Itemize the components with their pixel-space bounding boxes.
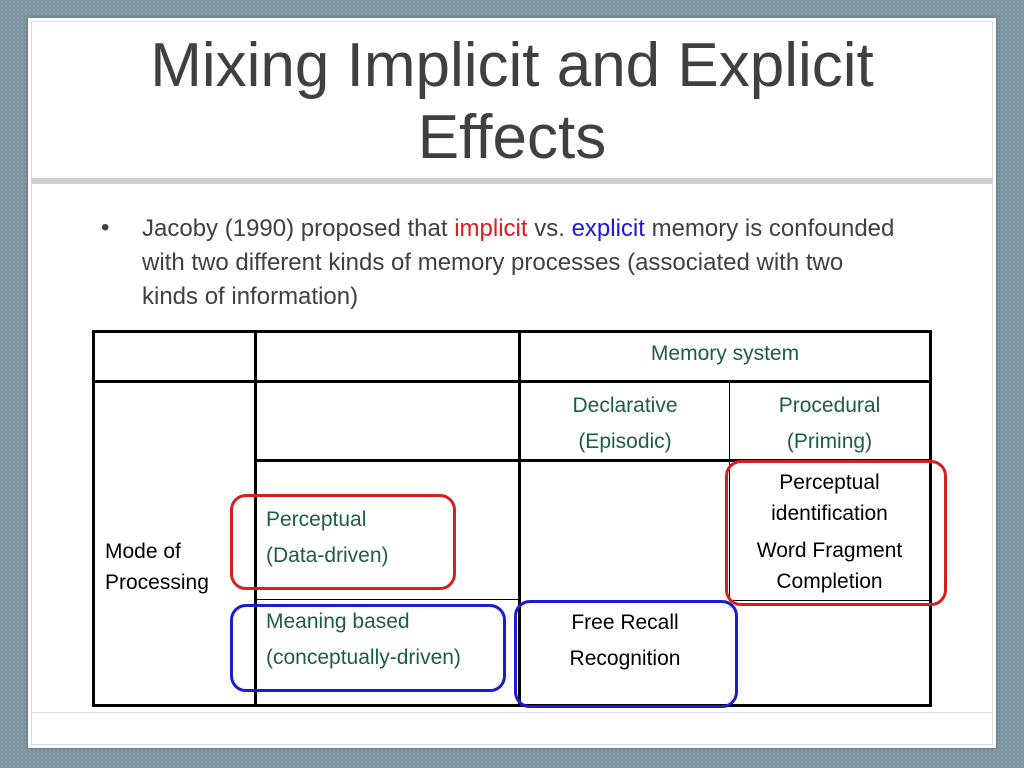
table-divider-col3-lower [729,461,730,601]
conceptually-driven-label: (conceptually-driven) [266,646,461,669]
bullet-text-before: Jacoby (1990) proposed that [142,215,455,242]
table-divider-row3-left [254,599,521,600]
table-border-left [92,330,95,707]
perceptual-procedural-cell: Perceptual identification Word Fragment … [730,467,929,597]
table-divider-row3-right [729,600,932,601]
implicit-word: implicit [454,215,528,242]
slide: Mixing Implicit and Explicit Effects • J… [28,18,996,748]
declarative-header: Declarative (Episodic) [521,388,729,460]
episodic-label: (Episodic) [578,430,672,453]
meaning-based-label: Meaning based [266,610,410,633]
meaning-based-header: Meaning based (conceptually-driven) [266,604,516,676]
bullet-text: Jacoby (1990) proposed that implicit vs.… [142,212,902,314]
data-driven-label: (Data-driven) [266,544,389,567]
table-border-bottom [92,704,932,707]
free-recall-label: Free Recall [571,611,679,634]
processing-label: Processing [105,571,209,594]
table-divider-row2 [254,459,932,462]
mode-of-label: Mode of [105,540,181,563]
procedural-label: Procedural [778,394,881,417]
word-fragment-line-2: Completion [776,570,883,593]
perceptual-identification-line-2: identification [771,502,888,525]
table-border-right [929,330,932,707]
perceptual-header: Perceptual (Data-driven) [266,502,506,574]
table-divider-col2 [518,330,521,707]
footer-divider [31,712,993,713]
slide-title: Mixing Implicit and Explicit Effects [28,30,996,174]
perceptual-identification-line-1: Perceptual [779,471,880,494]
table-divider-row1 [92,380,932,383]
table-divider-col1 [254,330,257,707]
explicit-word: explicit [571,215,645,242]
memory-system-header: Memory system [650,342,800,365]
vs-word: vs. [527,215,572,242]
table-divider-col3-upper [729,382,730,461]
recognition-label: Recognition [569,647,681,670]
priming-label: (Priming) [786,430,873,453]
table-border-top [92,330,932,333]
mode-of-processing-header: Mode of Processing [105,536,265,598]
title-divider [31,178,993,184]
bullet-marker: • [101,214,110,241]
declarative-label: Declarative [572,394,678,417]
procedural-header: Procedural (Priming) [730,388,929,460]
title-line-1: Mixing Implicit and Explicit [150,31,874,100]
bullet-text-after: memory is confounded with two different … [142,215,895,310]
title-line-2: Effects [417,103,607,172]
meaning-declarative-cell: Free Recall Recognition [521,605,729,677]
perceptual-label: Perceptual [266,508,367,531]
word-fragment-line-1: Word Fragment [756,539,903,562]
